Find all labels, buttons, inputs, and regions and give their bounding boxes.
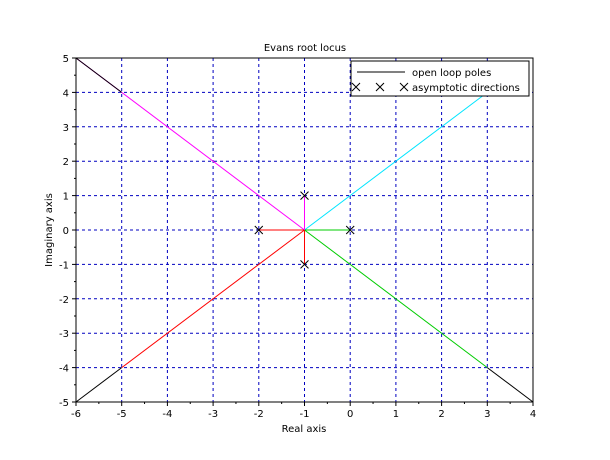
pole-marker xyxy=(300,260,309,269)
poles-group xyxy=(254,191,355,269)
x-tick-label: -2 xyxy=(254,409,264,420)
x-tick-label: 2 xyxy=(438,409,444,420)
pole-marker xyxy=(300,191,309,200)
y-tick-label: 1 xyxy=(63,192,69,203)
y-tick-label: 3 xyxy=(63,123,69,134)
locus-branch xyxy=(304,92,488,231)
locus-branch xyxy=(75,57,123,93)
y-tick-label: 0 xyxy=(63,226,69,237)
y-tick-label: 5 xyxy=(63,54,69,65)
y-tick-label: -4 xyxy=(59,364,69,375)
x-tick-label: 0 xyxy=(347,409,353,420)
y-tick-label: -3 xyxy=(59,329,69,340)
x-axis-label: Real axis xyxy=(282,424,327,435)
x-tick-label: 4 xyxy=(530,409,536,420)
series-group xyxy=(75,57,534,403)
y-tick-label: 4 xyxy=(63,88,69,99)
locus-branch xyxy=(75,367,123,403)
x-tick-label: 1 xyxy=(393,409,399,420)
locus-branch xyxy=(121,229,305,368)
y-tick-label: -5 xyxy=(59,398,69,409)
x-tick-label: -6 xyxy=(71,409,81,420)
x-tick-label: -4 xyxy=(162,409,172,420)
legend-label-open-loop-poles: open loop poles xyxy=(412,68,491,79)
x-tick-label: -3 xyxy=(208,409,218,420)
locus-branch xyxy=(304,229,488,368)
x-tick-label: 3 xyxy=(484,409,490,420)
locus-branch xyxy=(486,367,534,403)
pole-marker xyxy=(254,225,264,235)
chart-title: Evans root locus xyxy=(264,43,346,54)
x-tick-label: -5 xyxy=(117,409,127,420)
legend: open loop poles asymptotic directions xyxy=(350,60,530,97)
x-tick-label: -1 xyxy=(300,409,310,420)
y-axis-label: Imaginary axis xyxy=(44,193,55,267)
legend-box xyxy=(350,60,530,97)
y-tick-label: -2 xyxy=(59,295,69,306)
pole-marker xyxy=(345,225,355,235)
legend-x-swatch xyxy=(351,82,409,92)
y-tick-label: -1 xyxy=(59,260,69,271)
y-tick-label: 2 xyxy=(63,157,69,168)
legend-label-asymptotic-directions: asymptotic directions xyxy=(412,83,520,94)
